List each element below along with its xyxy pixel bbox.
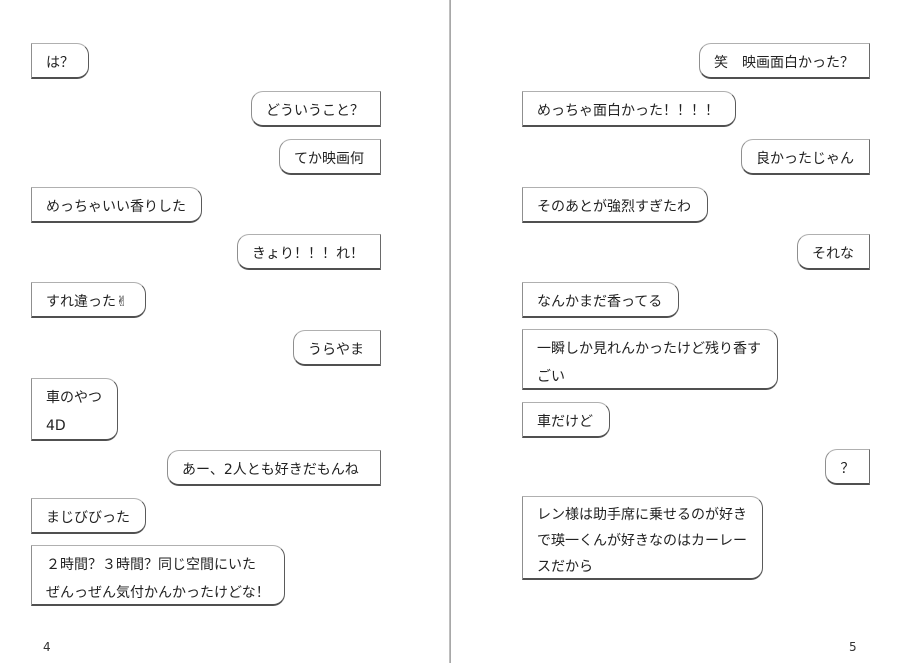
message-line: レン様は助手席に乗せるのが好き xyxy=(537,507,747,523)
message-bubble-right: 良かったじゃん xyxy=(741,139,870,175)
left-page: は？ どういうこと？ てか映画何 めっちゃいい香りした きょり！！！れ！ すれ違… xyxy=(31,43,381,654)
message-bubble-right: うらやま xyxy=(293,330,381,366)
page-number: 4 xyxy=(43,640,51,654)
message-bubble-left: は？ xyxy=(31,43,89,79)
message-bubble-left: すれ違った✌ xyxy=(31,282,146,318)
message-bubble-left: 車だけど xyxy=(522,402,610,438)
message-line: 一瞬しか見れんかったけど残り香す xyxy=(537,341,761,357)
message-line: で瑛一くんが好きなのはカーレー xyxy=(537,533,747,549)
message-bubble-left: まじびびった xyxy=(31,498,146,534)
message-bubble-left: そのあとが強烈すぎたわ xyxy=(522,187,708,223)
message-line: ごい xyxy=(537,369,565,385)
page-number: 5 xyxy=(849,640,857,654)
message-bubble-left: ２時間？３時間？同じ空間にいた ぜんっぜん気付かんかったけどな！ xyxy=(31,545,285,606)
message-bubble-right: どういうこと？ xyxy=(251,91,381,127)
message-line: ぜんっぜん気付かんかったけどな！ xyxy=(46,585,270,601)
message-line: 車のやつ xyxy=(46,390,102,406)
message-bubble-right: あー、2人とも好きだもんね xyxy=(167,450,381,486)
message-bubble-left: めっちゃ面白かった！！！！ xyxy=(522,91,736,127)
message-bubble-right: それな xyxy=(797,234,870,270)
message-bubble-left: なんかまだ香ってる xyxy=(522,282,679,318)
message-line: スだから xyxy=(537,559,593,575)
message-bubble-right: きょり！！！れ！ xyxy=(237,234,381,270)
message-bubble-left: めっちゃいい香りした xyxy=(31,187,202,223)
message-line: ２時間？３時間？同じ空間にいた xyxy=(46,557,256,573)
message-bubble-left: 一瞬しか見れんかったけど残り香す ごい xyxy=(522,329,778,390)
message-bubble-right: ？ xyxy=(825,449,870,485)
message-bubble-left: レン様は助手席に乗せるのが好き で瑛一くんが好きなのはカーレー スだから xyxy=(522,496,763,580)
message-bubble-left: 車のやつ 4D xyxy=(31,378,118,441)
message-bubble-right: 笑 映画面白かった？ xyxy=(699,43,870,79)
message-line: 4D xyxy=(46,418,66,434)
page-gutter xyxy=(449,0,451,663)
message-bubble-right: てか映画何 xyxy=(279,139,381,175)
right-page: 笑 映画面白かった？ めっちゃ面白かった！！！！ 良かったじゃん そのあとが強烈… xyxy=(451,0,900,663)
